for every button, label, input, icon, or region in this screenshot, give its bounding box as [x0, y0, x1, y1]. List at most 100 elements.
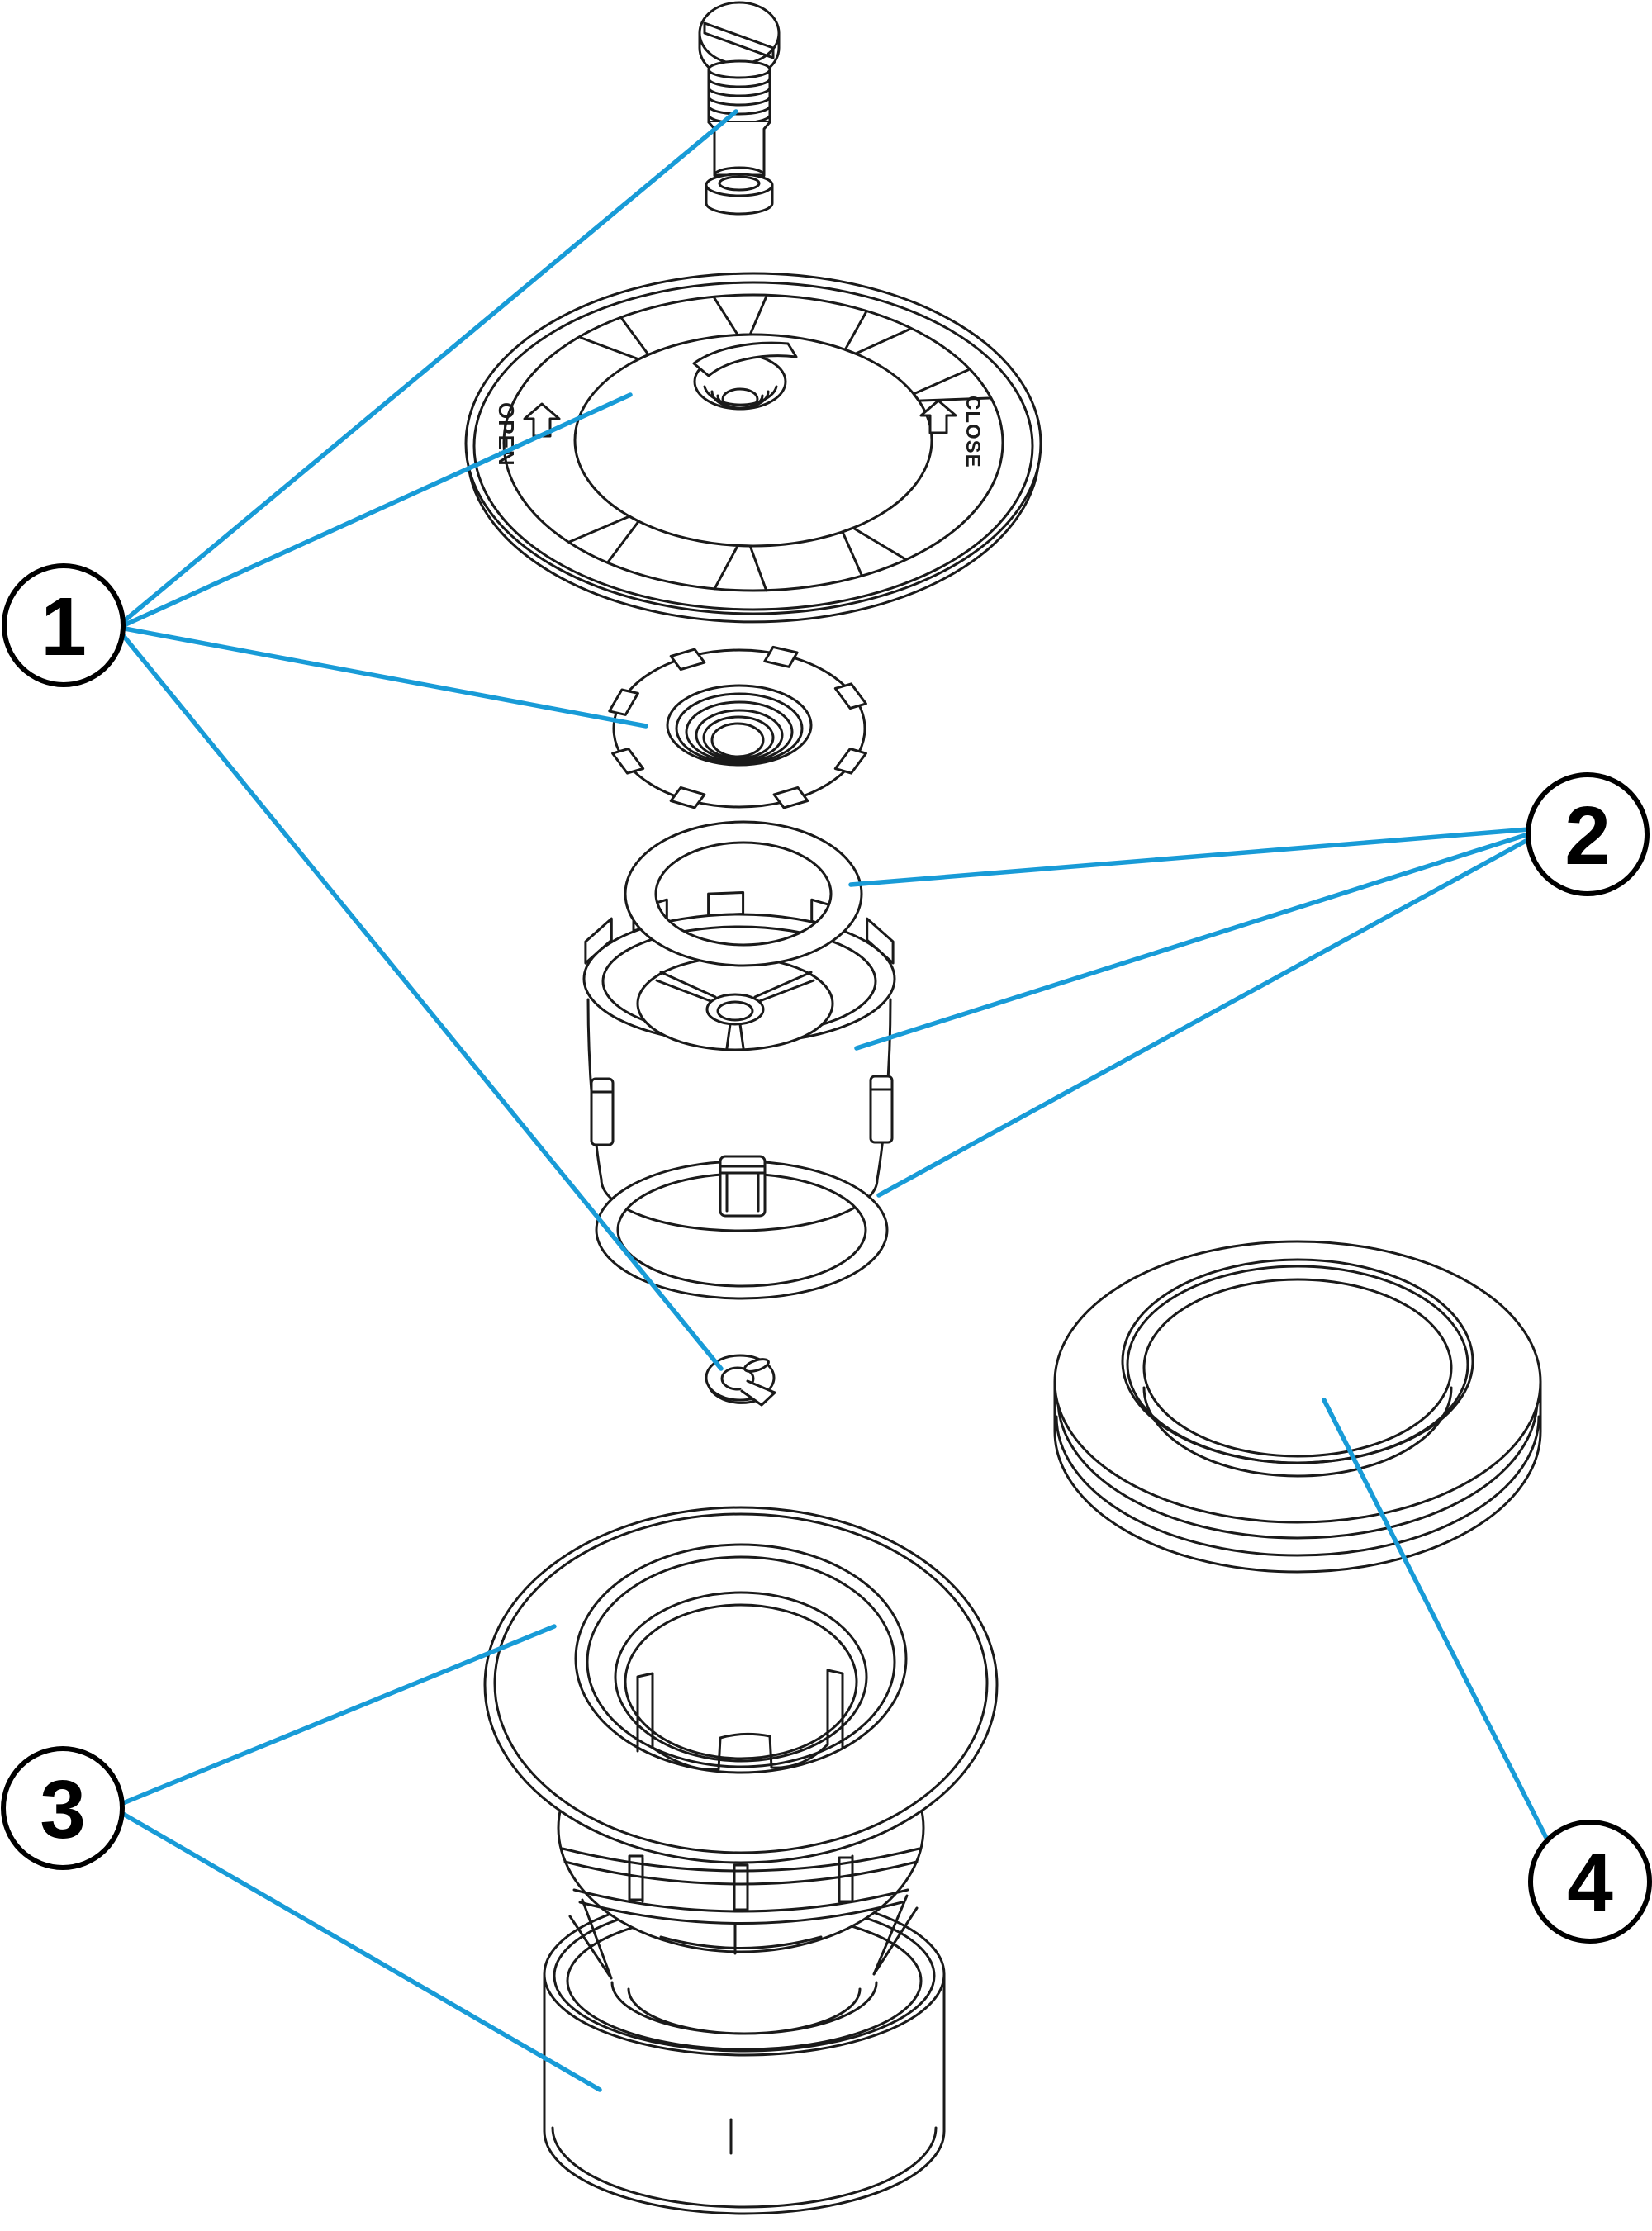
- lock-disc-notches: [608, 645, 867, 809]
- close-label: CLOSE: [961, 396, 984, 468]
- gear-notches-shape: [611, 748, 645, 775]
- flange-outer-edge: [493, 1512, 989, 1854]
- cover-seal: [1053, 1240, 1542, 1574]
- screw-slot: [703, 21, 775, 59]
- valve-hub-spokes: [655, 971, 815, 1050]
- leader-1-clip: [120, 632, 724, 1371]
- strainer-bottom-seams: [659, 1923, 823, 1955]
- clip-slot: [743, 1358, 770, 1373]
- cover-seal-opening: [1142, 1278, 1453, 1458]
- callout-4-circle: [1528, 1820, 1652, 1944]
- leader-4-cover-seal: [1322, 1398, 1549, 1840]
- lid-outer-rim-inner-edge: [472, 281, 1034, 611]
- retainer-clip: [705, 1354, 781, 1407]
- cover-seal-top: [1053, 1240, 1542, 1524]
- leader-1-lid: [121, 392, 633, 628]
- flange-throat-inner: [624, 1603, 858, 1760]
- lid-rim-depth: [466, 451, 1041, 624]
- top-seal-ring: [624, 820, 863, 967]
- clip-hole: [720, 1366, 755, 1391]
- leader-3-cup: [121, 1811, 602, 2092]
- cover-seal-ring-edge: [1126, 1265, 1469, 1464]
- callout-1-number: 1: [40, 581, 87, 673]
- lid-spokes: [567, 295, 990, 592]
- strainer-slot-rails: [561, 1847, 921, 1925]
- gear-notches-shape: [772, 786, 809, 809]
- lock-disc-ring2: [675, 692, 804, 765]
- valve-front-tab: [719, 1155, 767, 1218]
- leader-2-valve-body: [854, 832, 1531, 1051]
- screw-threads: [707, 77, 771, 125]
- flange-outer: [483, 1506, 999, 1864]
- leader-2-o-ring: [876, 837, 1531, 1198]
- flange-throat-mid: [614, 1591, 868, 1763]
- valve-lug-right: [869, 1075, 894, 1144]
- lock-disc-ring5: [702, 715, 775, 760]
- callout-2: 2: [1526, 772, 1650, 896]
- leader-lines: [120, 109, 1549, 2092]
- screw: [698, 1, 781, 216]
- leader-3-flange: [121, 1624, 557, 1806]
- lid-band-edge: [502, 293, 1004, 592]
- cup-bottom: [543, 2126, 946, 2215]
- cover-seal-base-arcs: [1053, 1398, 1542, 1574]
- callout-3-circle: [1, 1746, 125, 1870]
- callout-4: 4: [1528, 1820, 1652, 1944]
- leader-1-lock-disc: [122, 626, 648, 729]
- lid-spokes-shape: [580, 317, 650, 361]
- callout-2-number: 2: [1564, 790, 1611, 882]
- leader-1-screw: [121, 109, 738, 624]
- gear-notches-shape: [608, 688, 639, 716]
- lock-disc: [608, 645, 867, 809]
- lid-spokes-shape: [843, 311, 911, 355]
- leader-2-seal-ring: [848, 827, 1531, 887]
- lock-disc-hole: [710, 722, 765, 758]
- valve-hub-hole: [716, 1000, 754, 1022]
- cup-inner-shelf: [610, 1981, 878, 2035]
- flange-throat-edge: [586, 1555, 896, 1768]
- flange: [483, 1506, 999, 1864]
- lock-disc-face: [612, 648, 866, 809]
- callout-1-circle: [2, 563, 126, 687]
- callout-1: 1: [2, 563, 126, 687]
- callout-2-circle: [1526, 772, 1650, 896]
- lid-spokes-shape: [713, 295, 768, 336]
- valve-front-tab-lines: [719, 1165, 767, 1213]
- gear-notches-shape: [669, 648, 706, 671]
- collar-teeth-shape: [707, 891, 745, 917]
- valve-front-tab-body: [719, 1155, 767, 1218]
- lock-disc-ring1: [666, 684, 813, 767]
- lid-spokes-shape: [713, 544, 768, 592]
- close-arrow-icon: [919, 399, 957, 434]
- cup-bayonet-ramps: [568, 1894, 919, 1980]
- callout-3-number: 3: [40, 1763, 86, 1856]
- callout-4-number: 4: [1567, 1837, 1613, 1930]
- valve-lug-left: [590, 1077, 615, 1146]
- gear-notches-shape: [669, 786, 706, 809]
- lid-outer-rim: [464, 272, 1042, 615]
- flange-bayonet-tabs: [636, 1669, 844, 1771]
- callout-3: 3: [1, 1746, 125, 1870]
- lid-disc: OPEN CLOSE: [464, 272, 1042, 624]
- lid-spokes-shape: [567, 515, 640, 564]
- clip-gap: [740, 1380, 781, 1407]
- rotation-arrow-icon: [692, 341, 798, 377]
- lid-spokes-shape: [841, 526, 908, 577]
- lid-dome-edge: [573, 333, 933, 548]
- clip-gap-edges: [740, 1379, 776, 1407]
- cover-seal-inner-wall: [1142, 1386, 1453, 1478]
- lid-hole-bottom: [721, 387, 759, 411]
- cup-sides: [543, 1972, 946, 2133]
- o-ring: [595, 1160, 889, 1300]
- gear-notches-shape: [763, 645, 799, 668]
- lock-disc-ring4: [695, 709, 784, 762]
- lock-disc-ring3: [685, 700, 794, 763]
- lid-spokes-shape: [912, 368, 990, 402]
- flange-throat-outer: [574, 1543, 908, 1774]
- gear-notches-shape: [833, 748, 867, 775]
- strainer-slot-posts: [628, 1854, 854, 1911]
- screw-collar-inner: [718, 175, 761, 192]
- gear-notches-shape: [833, 682, 867, 710]
